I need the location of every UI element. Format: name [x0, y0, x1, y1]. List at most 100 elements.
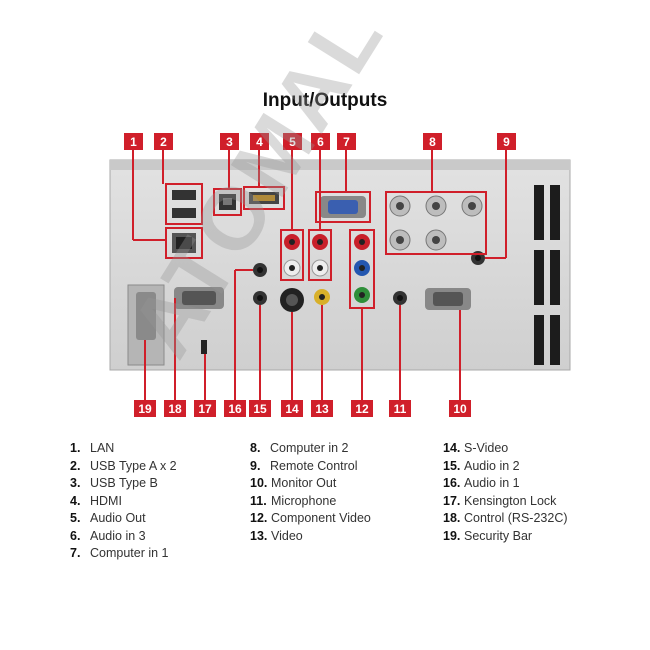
- lan-port: [172, 233, 196, 253]
- legend-label: Microphone: [271, 493, 337, 508]
- legend-label: Audio in 3: [90, 528, 146, 543]
- legend-label: Component Video: [271, 511, 371, 525]
- legend-item: 15.Audio in 2: [443, 458, 568, 476]
- outline-hdmi: [243, 186, 285, 210]
- legend-number: 3.: [70, 476, 81, 490]
- callout-6-number: 6: [317, 135, 324, 149]
- callout-4-number: 4: [256, 135, 263, 149]
- callout-12-number: 12: [355, 402, 369, 416]
- legend-number: 6.: [70, 528, 81, 543]
- callout-2-number: 2: [160, 135, 167, 149]
- control-rs232c-port: [174, 287, 224, 309]
- audio-in-3-jacks: [311, 234, 329, 277]
- legend-number: 18.: [443, 511, 461, 525]
- callout-18: 18: [164, 400, 186, 417]
- legend-label: Security Bar: [464, 528, 533, 543]
- legend-item: 14.S-Video: [443, 440, 568, 458]
- legend-label: Audio in 1: [464, 476, 520, 490]
- monitor-out-port: [425, 288, 471, 310]
- kensington-lock-slot: [201, 340, 207, 354]
- legend-number: 9.: [250, 458, 261, 473]
- legend-label: Computer in 2: [270, 441, 349, 455]
- legend-number: 10.: [250, 476, 268, 490]
- legend-column-3: 14.S-Video 15.Audio in 2 16.Audio in 1 1…: [443, 440, 568, 545]
- legend-number: 8.: [250, 441, 261, 455]
- legend-number: 4.: [70, 493, 81, 508]
- legend-item: 12.Component Video: [250, 510, 371, 528]
- callout-13-number: 13: [315, 402, 329, 416]
- legend-number: 17.: [443, 493, 461, 508]
- callout-19-number: 19: [138, 402, 152, 416]
- callout-14: 14: [281, 400, 303, 417]
- legend-label: Kensington Lock: [464, 493, 557, 508]
- audio-in-1-jack: [253, 263, 267, 277]
- leader-lines: [132, 149, 507, 400]
- io-panel-diagram: 1 2 3 4 5 6 7 8 9 19 18 17 16 15 14 13 1…: [109, 133, 571, 417]
- legend-label: HDMI: [90, 493, 122, 508]
- computer-in-1-port: [320, 196, 366, 218]
- outline-computer-in-1: [315, 191, 371, 223]
- callout-7: 7: [337, 133, 356, 150]
- legend-label: USB Type B: [90, 476, 158, 490]
- hdmi-port: [249, 192, 279, 204]
- callout-5-number: 5: [289, 135, 296, 149]
- legend-number: 15.: [443, 458, 461, 473]
- callout-18-number: 18: [168, 402, 182, 416]
- legend-number: 2.: [70, 458, 81, 473]
- callout-outlines: [165, 183, 487, 309]
- callout-16-number: 16: [228, 402, 242, 416]
- callout-7-number: 7: [343, 135, 350, 149]
- s-video-jack: [280, 288, 304, 312]
- callout-2: 2: [154, 133, 173, 150]
- legend-item: 9. Remote Control: [250, 458, 371, 476]
- usb-a-ports: [172, 190, 196, 218]
- legend-number: 11.: [250, 493, 267, 508]
- legend-item: 11. Microphone: [250, 493, 371, 511]
- legend-item: 19.Security Bar: [443, 528, 568, 546]
- callout-4: 4: [250, 133, 269, 150]
- legend-number: 13.: [250, 528, 268, 543]
- legend-label: Computer in 1: [90, 546, 169, 560]
- callout-15: 15: [249, 400, 271, 417]
- legend-item: 17.Kensington Lock: [443, 493, 568, 511]
- callout-3: 3: [220, 133, 239, 150]
- legend-number: 5.: [70, 511, 81, 525]
- panel-top-edge: [110, 160, 570, 170]
- audio-in-2-jack: [253, 291, 267, 305]
- legend-number: 16.: [443, 476, 461, 490]
- legend-item: 4. HDMI: [70, 493, 177, 511]
- diagram-title: Input/Outputs: [262, 90, 388, 111]
- callout-1-number: 1: [130, 135, 137, 149]
- legend-item: 18.Control (RS-232C): [443, 510, 568, 528]
- callout-16: 16: [224, 400, 246, 417]
- callout-8: 8: [423, 133, 442, 150]
- legend-label: S-Video: [464, 441, 509, 455]
- ventilation-grille: [534, 185, 560, 365]
- video-jack: [314, 289, 330, 305]
- callout-3-number: 3: [226, 135, 233, 149]
- callout-9-number: 9: [503, 135, 510, 149]
- callout-11: 11: [389, 400, 411, 417]
- legend-number: 1.: [70, 441, 81, 455]
- legend-item: 10.Monitor Out: [250, 475, 371, 493]
- outline-usb-a: [165, 183, 203, 225]
- legend-number: 12.: [250, 511, 268, 525]
- callout-10-number: 10: [453, 402, 467, 416]
- legend-item: 7.Computer in 1: [70, 545, 177, 563]
- callout-19: 19: [134, 400, 156, 417]
- callout-17: 17: [194, 400, 216, 417]
- callout-8-number: 8: [429, 135, 436, 149]
- callout-11-number: 11: [394, 402, 407, 416]
- legend-column-1: 1. LAN 2. USB Type A x 2 3. USB Type B 4. HD…: [70, 440, 177, 563]
- callout-13: 13: [311, 400, 333, 417]
- legend-label: Audio Out: [90, 511, 146, 525]
- outline-lan: [165, 227, 203, 259]
- legend-column-2: 8. Computer in 2 9. Remote Control 10.Moni…: [250, 440, 371, 545]
- legend-label: USB Type A x 2: [90, 458, 177, 473]
- audio-out-jacks: [283, 234, 301, 277]
- legend-item: 3. USB Type B: [70, 475, 177, 493]
- legend-label: Remote Control: [270, 458, 358, 473]
- legend-item: 1. LAN: [70, 440, 177, 458]
- legend-label: LAN: [90, 441, 115, 455]
- computer-in-2-bnc: [389, 195, 483, 251]
